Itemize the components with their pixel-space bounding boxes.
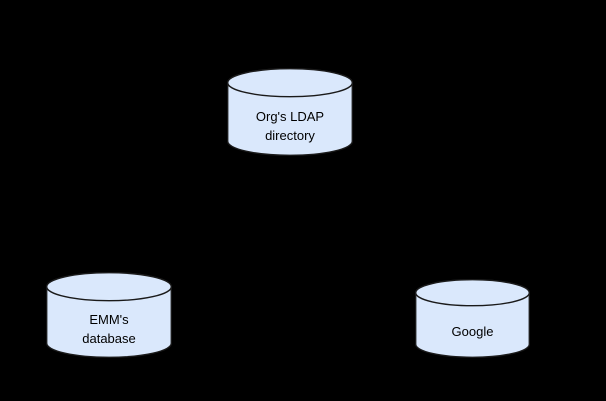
cylinder-google[interactable]: Google	[415, 278, 530, 358]
cylinder-shape-google	[415, 278, 530, 358]
cylinder-emms-database[interactable]: EMM's database	[46, 271, 172, 358]
cylinder-shape-emms-database	[46, 271, 172, 358]
cylinder-orgs-ldap-directory[interactable]: Org's LDAP directory	[227, 67, 353, 156]
cylinder-shape-orgs-ldap-directory	[227, 67, 353, 156]
